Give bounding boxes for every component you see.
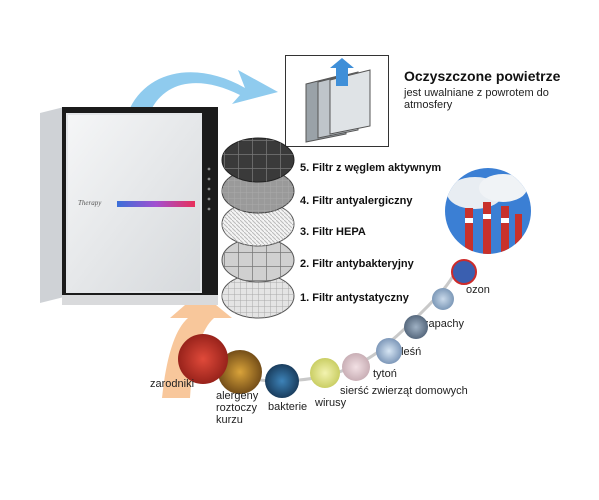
filter-disc-1 (221, 273, 295, 319)
filter-label-2: 2. Filtr antybakteryjny (300, 258, 414, 270)
device-brand-logo: Therapy (78, 199, 102, 207)
pet-hair-label: sierść zwierząt domowych (340, 385, 468, 397)
factory-smokestacks-image (445, 168, 531, 254)
filter-label-5: 5. Filtr z węglem aktywnym (300, 162, 442, 174)
tobacco-icon (376, 338, 402, 364)
bacteria-label: bakterie (268, 401, 308, 413)
air-purifier-device: Therapy (40, 107, 218, 305)
tobacco-label: tytoń (373, 368, 397, 380)
odors-label: zapachy (423, 318, 464, 330)
mold-icon (404, 315, 428, 339)
virus-label: wirusy (315, 397, 347, 409)
air-up-arrow-icon (330, 58, 354, 86)
spores-icon (178, 334, 228, 384)
purified-air-title: Oczyszczone powietrze (404, 68, 561, 84)
purified-air-description: jest uwalniane z powrotem do atmosfery (404, 87, 549, 111)
odors-icon (432, 288, 454, 310)
filter-label-4: 4. Filtr antyalergiczny (300, 195, 413, 207)
filter-disc-3 (221, 201, 295, 247)
filter-disc-5 (221, 137, 295, 183)
pet-hair-icon (342, 353, 370, 381)
filter-cartridge-box (285, 55, 389, 147)
filter-label-3: 3. Filtr HEPA (300, 226, 366, 238)
dust-mite-label: alergeny roztoczy kurzu (216, 390, 259, 426)
spores-label: zarodniki (150, 378, 195, 390)
ozone-icon (451, 259, 477, 285)
virus-icon (310, 358, 340, 388)
filter-label-1: 1. Filtr antystatyczny (300, 292, 409, 304)
ozone-label: ozon (466, 284, 490, 296)
bacteria-icon (265, 364, 299, 398)
filter-disc-2 (221, 237, 295, 283)
filter-disc-4 (221, 168, 295, 214)
air-out-arrow (130, 70, 278, 112)
